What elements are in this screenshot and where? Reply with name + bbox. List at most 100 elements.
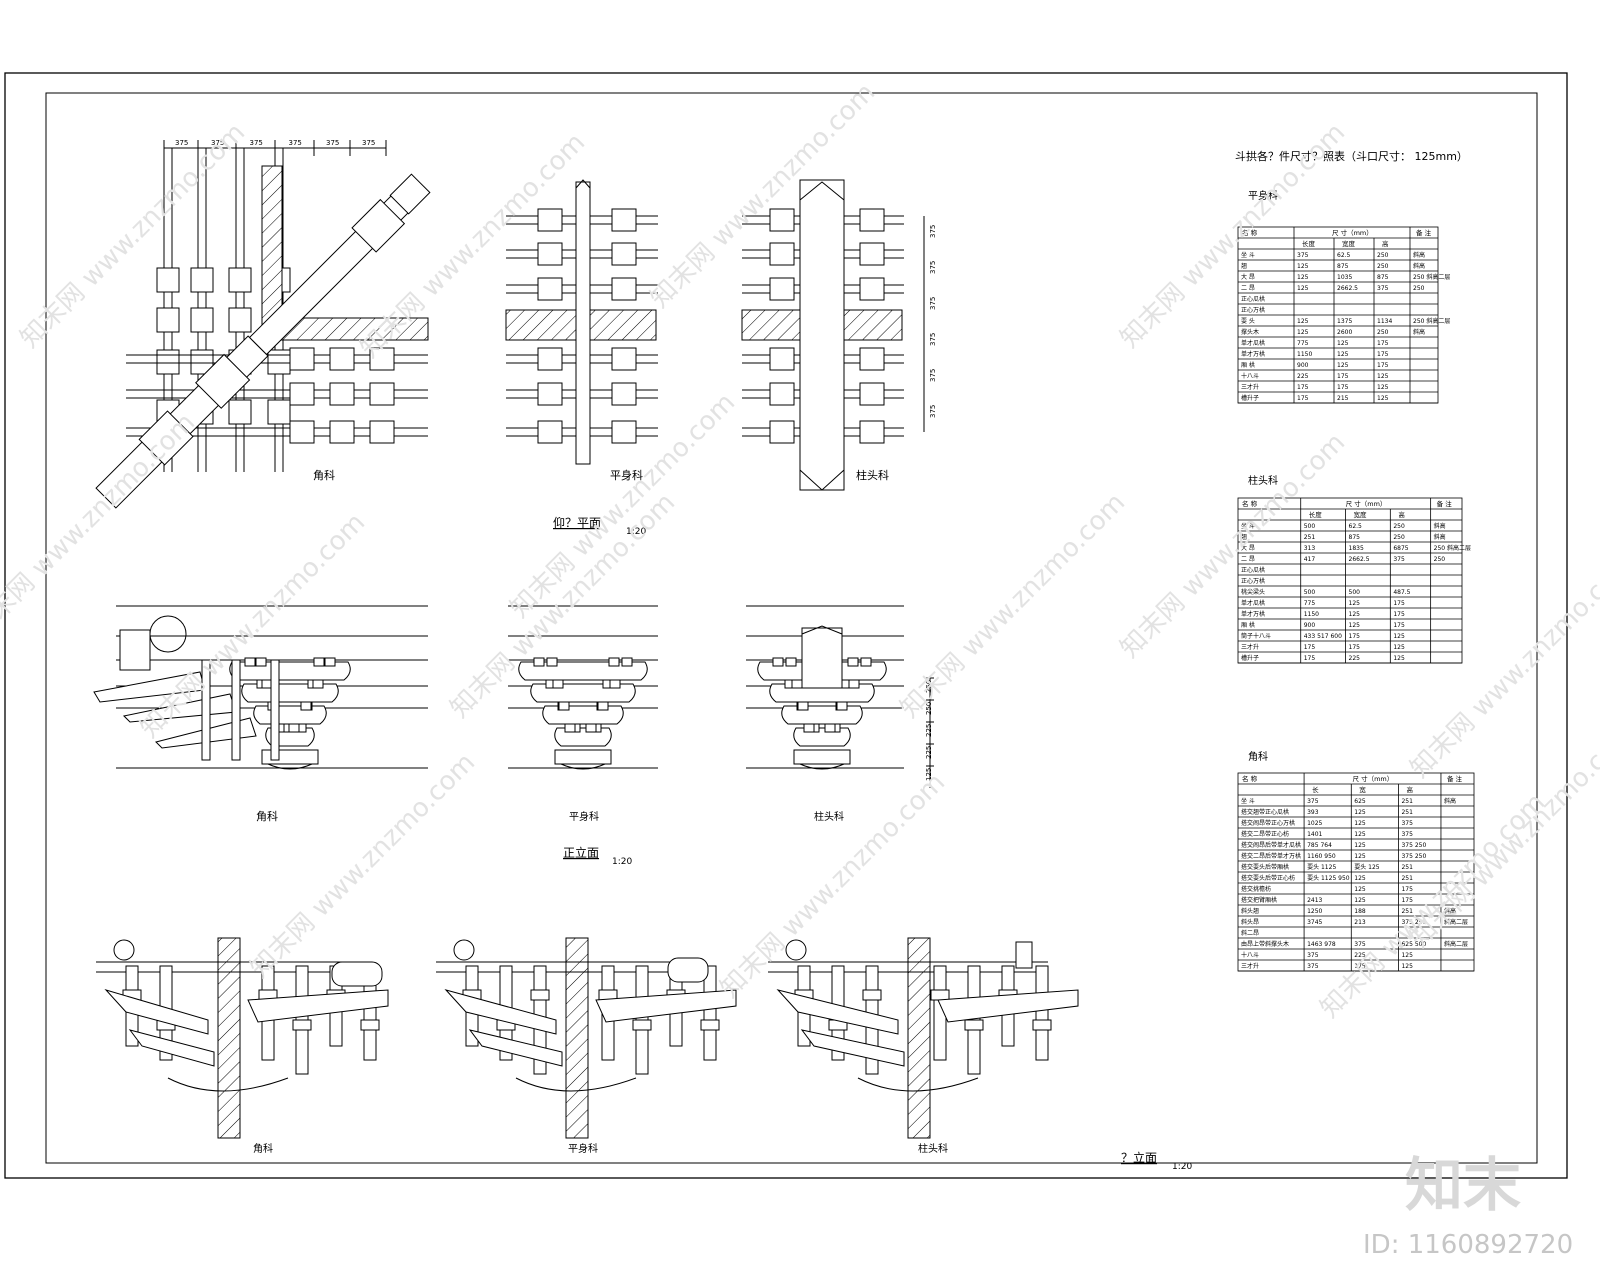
table3-cell: 搭交二昂后带单才万栱: [1241, 852, 1301, 860]
table2-cell: 375: [1393, 556, 1405, 563]
table2-head: 备 注: [1437, 499, 1453, 508]
table3-cell: 225: [1354, 952, 1366, 959]
table3-cell: 375: [1354, 941, 1366, 948]
table2-cell: 175: [1349, 644, 1361, 651]
table3-cell: 1401: [1307, 831, 1322, 838]
table1-subhead: 高: [1382, 239, 1389, 248]
table2-cell: 250: [1393, 523, 1405, 530]
table1-cell: 125: [1297, 318, 1309, 325]
table3-cell: 375 250: [1401, 853, 1426, 860]
table2-cell: 125: [1349, 600, 1361, 607]
plan-label-corner: 角科: [313, 468, 335, 482]
table1-cell: 775: [1297, 340, 1309, 347]
table3-cell: 斜高: [1444, 797, 1456, 805]
table2-cell: 坐 斗: [1241, 522, 1255, 530]
table2-cell: 正心万栱: [1241, 577, 1265, 585]
table1-subhead: 宽度: [1342, 239, 1356, 248]
table2-cell: 62.5: [1349, 523, 1363, 530]
table3-cell: 1160 950: [1307, 853, 1336, 860]
side-label-corner: 角科: [253, 1142, 273, 1155]
table1-head: 尺 寸（mm）: [1332, 228, 1373, 237]
table1-cell: 2600: [1337, 329, 1352, 336]
table1-cell: 225: [1297, 373, 1309, 380]
table1-cell: 翘: [1241, 262, 1247, 270]
table3-cell: 125: [1354, 831, 1366, 838]
watermark-text: 知末网 www.znzmo.com: [15, 118, 251, 354]
front-label-column: 柱头科: [814, 810, 844, 823]
table3-cell: 125: [1354, 853, 1366, 860]
table3-cell: 斜二昂: [1241, 929, 1259, 937]
table3-cell: 125: [1354, 820, 1366, 827]
table3-cell: 坐 斗: [1241, 797, 1255, 805]
side-label-flat: 平身科: [568, 1142, 598, 1155]
table1-cell: 二 昂: [1241, 285, 1255, 292]
table1-cell: 250 斜高二层: [1413, 317, 1450, 325]
table3-cell: 125: [1401, 963, 1413, 970]
table1-cell: 撑头木: [1241, 328, 1259, 336]
dim-front-label: 225: [925, 746, 933, 759]
table3-cell: 1025: [1307, 820, 1322, 827]
table3-cell: 125: [1401, 952, 1413, 959]
table-main-title: 斗拱各？件尺寸？照表（斗口尺寸： 125mm）: [1235, 149, 1468, 163]
watermark-text: 知末网 www.znzmo.com: [245, 748, 481, 984]
table2-cell: 6875: [1393, 545, 1408, 552]
table3-cell: 375: [1401, 831, 1413, 838]
side-elevation-views: [96, 937, 1079, 1139]
table3-cell: 斜高: [1444, 907, 1456, 915]
table2-cell: 487.5: [1393, 589, 1410, 596]
table2-cell: 125: [1349, 611, 1361, 618]
table1-cell: 槽升子: [1241, 394, 1259, 402]
table3-head: 尺 寸（mm）: [1353, 774, 1394, 783]
table1-subhead: 长度: [1302, 239, 1316, 248]
table3-cell: 搭交耍头后带厢栱: [1241, 863, 1289, 871]
table1-cell: 125: [1377, 395, 1389, 402]
table2-cell: 433 517 600: [1304, 633, 1342, 640]
table2-cell: 251: [1304, 534, 1316, 541]
table1-cell: 三才升: [1241, 383, 1259, 391]
table2-cell: 250: [1393, 534, 1405, 541]
dim-top-label: 375: [289, 139, 302, 147]
table2-cell: 500: [1349, 589, 1361, 596]
table1-cell: 1035: [1337, 274, 1352, 281]
table3-cell: 耍头 1125: [1307, 863, 1336, 871]
table2-cell: 翘: [1241, 533, 1247, 541]
table2-cell: 875: [1349, 534, 1361, 541]
table1-cell: 125: [1297, 263, 1309, 270]
front-elevation-views: [93, 605, 904, 770]
table3-cell: 搭交二昂带正心枋: [1241, 830, 1289, 838]
table1-cell: 十八斗: [1241, 372, 1259, 380]
dim-top-label: 375: [175, 139, 188, 147]
table2-cell: 175: [1393, 611, 1405, 618]
table3-cell: 251: [1401, 875, 1413, 882]
side-view-title: ？立面: [1121, 1150, 1157, 1165]
table2-subhead: 高: [1398, 510, 1405, 519]
table2-cell: 250 斜高二层: [1434, 544, 1471, 552]
front-label-flat: 平身科: [569, 810, 599, 823]
table3-cell: 188: [1354, 908, 1366, 915]
dim-front-label: 225: [925, 724, 933, 737]
table2-title: 柱头科: [1248, 474, 1278, 487]
table3-cell: 125: [1354, 809, 1366, 816]
table1-cell: 125: [1337, 340, 1349, 347]
table3-cell: 125: [1354, 842, 1366, 849]
dim-right-label: 375: [929, 225, 937, 238]
table3-cell: 125: [1354, 886, 1366, 893]
front-view-scale: 1:20: [612, 857, 632, 867]
table1-cell: 900: [1297, 362, 1309, 369]
table3-cell: 175: [1401, 897, 1413, 904]
table3-cell: 251: [1401, 809, 1413, 816]
table1-cell: 125: [1297, 274, 1309, 281]
table3-cell: 斜高二层: [1444, 918, 1468, 926]
table1-cell: 250: [1377, 329, 1389, 336]
table3-grid: [1237, 772, 1475, 972]
watermark-text: 知末网 www.znzmo.com: [895, 488, 1131, 724]
table3-cell: 1463 978: [1307, 941, 1336, 948]
table2-cell: 厢 栱: [1241, 621, 1255, 629]
table2-cell: 900: [1304, 622, 1316, 629]
table2-cell: 1150: [1304, 611, 1319, 618]
watermark-text: 知末网 www.znzmo.com: [0, 408, 201, 644]
